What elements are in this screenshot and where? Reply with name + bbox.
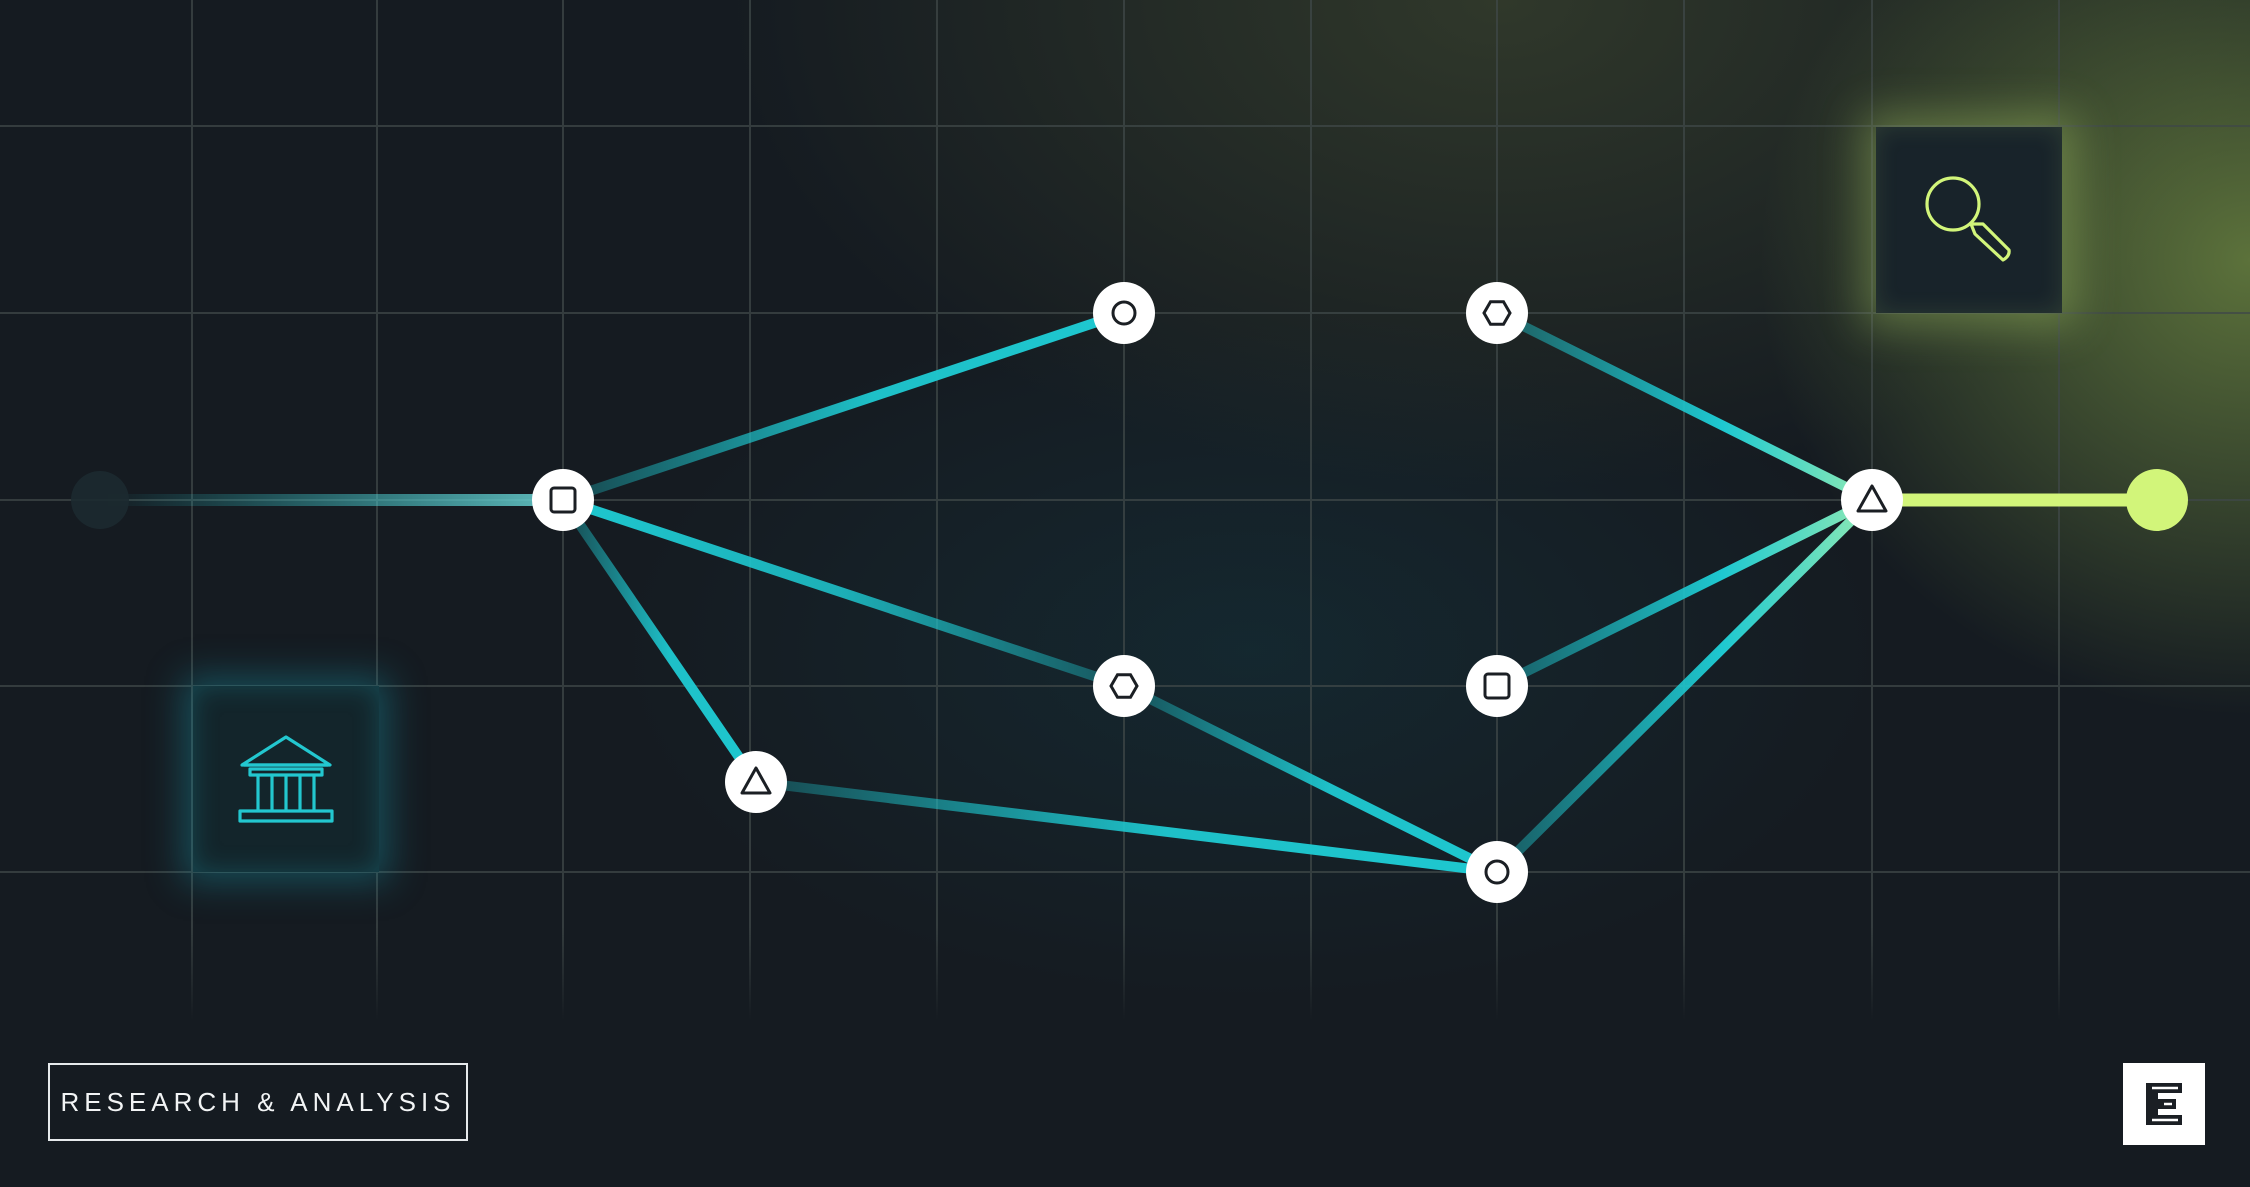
category-label-box: RESEARCH & ANALYSIS xyxy=(48,1063,468,1141)
edge-mid1-low2 xyxy=(1119,681,1502,877)
edge-hub-mid1 xyxy=(558,495,1129,691)
nodes xyxy=(71,282,2188,903)
node-top2 xyxy=(1466,282,1528,344)
edge-low1-low2 xyxy=(751,777,1502,877)
node-low2 xyxy=(1466,841,1528,903)
edge-hub-low1 xyxy=(558,495,761,787)
brand-logo[interactable] xyxy=(2123,1063,2205,1145)
node-mid2 xyxy=(1466,655,1528,717)
edge-low2-merge xyxy=(1492,495,1877,877)
triangle-glyph xyxy=(740,766,772,795)
square-glyph xyxy=(549,486,577,514)
node-merge xyxy=(1841,469,1903,531)
institution-tile xyxy=(193,686,379,872)
node-top1 xyxy=(1093,282,1155,344)
node-hub xyxy=(532,469,594,531)
magnifying-glass-icon xyxy=(1925,176,2011,262)
triangle-glyph xyxy=(1856,484,1888,513)
circle-glyph xyxy=(1111,300,1137,326)
magnifier-tile xyxy=(1876,127,2062,313)
e-logo-icon xyxy=(2146,1083,2182,1125)
edge-hub-top1 xyxy=(558,308,1129,505)
node-start xyxy=(71,471,129,529)
edges xyxy=(94,308,2164,877)
circle-glyph xyxy=(1484,859,1510,885)
node-mid1 xyxy=(1093,655,1155,717)
node-low1 xyxy=(725,751,787,813)
square-glyph xyxy=(1483,672,1511,700)
edge-top2-merge xyxy=(1492,308,1877,505)
hexagon-glyph xyxy=(1109,673,1139,699)
institution-building-icon xyxy=(238,735,334,823)
category-label: RESEARCH & ANALYSIS xyxy=(60,1086,456,1117)
node-end xyxy=(2126,469,2188,531)
hexagon-glyph xyxy=(1482,300,1512,326)
edge-mid2-merge xyxy=(1492,495,1877,691)
